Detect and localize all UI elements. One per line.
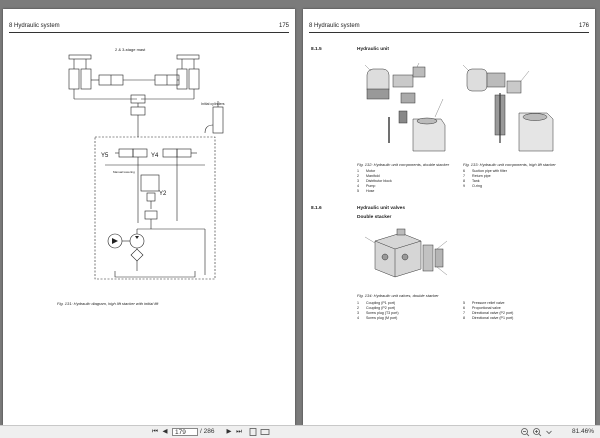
zoom-in-icon[interactable] <box>532 427 542 437</box>
page-header: 8 Hydraulic system 176 <box>309 19 589 33</box>
last-page-button[interactable]: ⏭ <box>236 428 242 435</box>
prev-page-button[interactable]: ◀ <box>162 428 168 435</box>
valve-y4-label: Y4 <box>151 153 159 159</box>
manual-lowering-label: Manual lowering <box>113 170 135 174</box>
hydraulic-unit-illustration-highlift <box>462 64 554 152</box>
document-page-right: 8 Hydraulic system 176 8.1.5 Hydraulic u… <box>303 9 595 425</box>
fit-page-icon[interactable] <box>248 427 258 437</box>
mast-label: 2 & 3-stage mast <box>115 47 146 52</box>
page-number-input[interactable]: 179 <box>172 427 198 436</box>
total-pages: / 286 <box>200 428 215 435</box>
section-title: Hydraulic unit valves <box>357 206 405 211</box>
header-title: 8 Hydraulic system <box>309 23 360 29</box>
figure-caption: Fig. 134: Hydraulic unit valves, double … <box>357 293 439 298</box>
zoom-out-icon[interactable] <box>520 427 530 437</box>
section-subtitle: Double stacker <box>357 215 392 220</box>
figure-caption: Fig. 133: Hydraulic unit components, hig… <box>463 162 556 167</box>
fit-width-icon[interactable] <box>260 427 270 437</box>
mast-cylinder-left-b <box>80 68 92 90</box>
header-rule <box>9 32 289 33</box>
figure-caption: Fig. 131: Hydraulic diagram, high lift s… <box>57 301 159 306</box>
hydraulic-valves-illustration <box>364 228 448 278</box>
page-header: 8 Hydraulic system 175 <box>9 19 289 33</box>
viewer-toolbar: ⏮ ◀ 179 / 286 ▶ ⏭ 81.46% <box>0 425 600 438</box>
zoom-level[interactable]: 81.46% <box>571 428 594 435</box>
page-number: 175 <box>278 23 289 29</box>
zoom-dropdown-icon[interactable] <box>544 427 554 437</box>
valve-y5-label: Y5 <box>101 153 109 159</box>
header-rule <box>309 32 589 33</box>
initial-cylinders-label: Initial cylinders <box>201 102 225 106</box>
mast-cylinder-left-a <box>68 68 80 90</box>
page-number: 176 <box>578 23 589 29</box>
section-title: Hydraulic unit <box>357 47 389 52</box>
section-number: 8.1.6 <box>311 206 322 211</box>
header-title: 8 Hydraulic system <box>9 23 60 29</box>
figure-caption: Fig. 132: Hydraulic unit components, dou… <box>357 162 450 167</box>
hydraulic-diagram: 2 & 3-stage mast Initial cylinders Y5 Y4… <box>68 47 225 280</box>
first-page-button[interactable]: ⏮ <box>152 428 158 435</box>
next-page-button[interactable]: ▶ <box>226 428 232 435</box>
section-number: 8.1.5 <box>311 47 322 52</box>
document-page-left: 8 Hydraulic system 175 <box>3 9 295 425</box>
hydraulic-unit-illustration-double <box>364 62 446 152</box>
valve-y2-label: Y2 <box>159 191 167 197</box>
